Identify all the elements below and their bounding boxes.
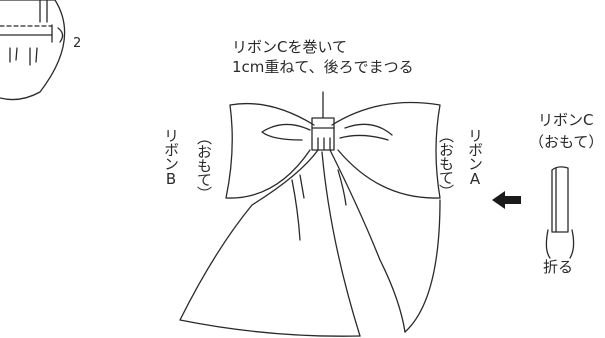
left-arrow-icon <box>492 191 521 209</box>
previous-step-number: 2 <box>73 36 82 51</box>
instruction-line-1: リボンCを巻いて <box>232 38 348 56</box>
ribbon-b-label: リボンB <box>162 128 180 187</box>
ribbon-b-side-label: （おもて） <box>195 130 213 200</box>
ribbon-b-loop <box>225 102 315 199</box>
ribbon-a-side-label: （おもて） <box>437 128 455 198</box>
ribbon-c-side-label: （おもて） <box>529 133 604 151</box>
ribbon-tails <box>179 149 441 337</box>
instruction-line-2: 1cm重ねて、後ろでまつる <box>232 58 414 76</box>
previous-step-detail <box>0 0 66 101</box>
fold-label: 折る <box>543 258 574 276</box>
ribbon-a-label: リボンA <box>466 128 484 187</box>
ribbon-c-label: リボンC <box>538 111 594 129</box>
ribbon-c-strip <box>545 166 575 259</box>
ribbon-a-loop <box>331 101 441 199</box>
ribbon-c-knot <box>311 91 335 151</box>
